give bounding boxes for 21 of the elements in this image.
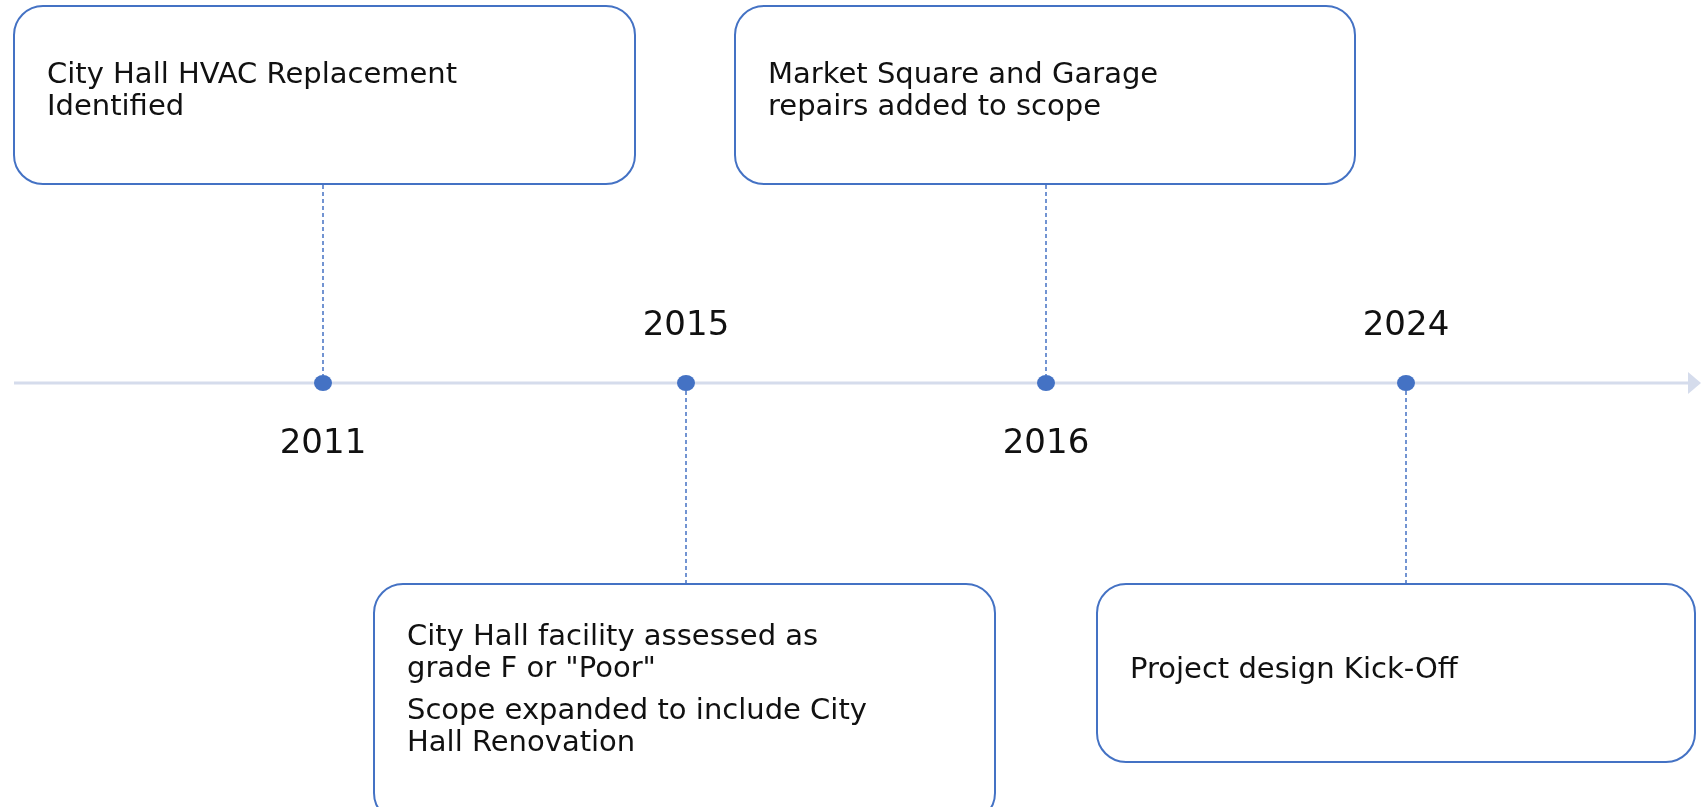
year-label: 2015: [641, 303, 731, 343]
leader-line: [322, 184, 324, 376]
event-card: [13, 5, 636, 185]
event-text: Scope expanded to include City Hall Renovation: [407, 693, 868, 757]
leader-line: [1405, 390, 1407, 584]
event-text: Market Square and Garage repairs added to scope: [768, 57, 1160, 121]
event-text: City Hall facility assessed as grade F or "Poor": [407, 619, 820, 683]
year-label: 2024: [1361, 303, 1451, 343]
timeline-dot: [314, 375, 332, 391]
event-text: City Hall HVAC Replacement Identified: [47, 57, 459, 121]
event-card: [734, 5, 1356, 185]
timeline-dot: [1397, 375, 1415, 391]
year-label: 2016: [1001, 421, 1091, 461]
event-card: [1096, 583, 1696, 763]
year-label: 2011: [278, 421, 368, 461]
event-text: Project design Kick-Off: [1130, 652, 1460, 684]
timeline-dot: [1037, 375, 1055, 391]
timeline-dot: [677, 375, 695, 391]
event-card: [373, 583, 996, 807]
leader-line: [1045, 184, 1047, 376]
leader-line: [685, 390, 687, 584]
